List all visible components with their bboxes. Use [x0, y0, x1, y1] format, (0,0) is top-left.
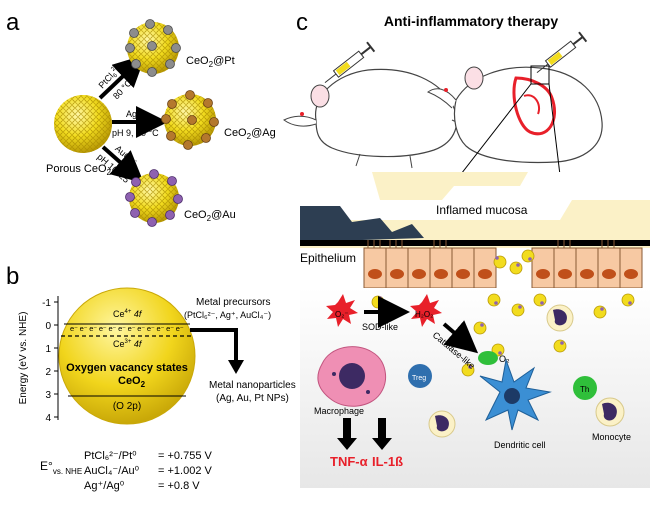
il1b-label: IL-1ß [372, 454, 403, 469]
ceria-ag-particle [161, 90, 219, 150]
metal-nanoparticles-list: (Ag, Au, Pt NPs) [216, 393, 289, 404]
monocyte-label: Monocyte [592, 432, 631, 442]
nanoparticle-cluster [371, 249, 635, 377]
oxygen-vacancy-material: CeO2 [118, 375, 146, 389]
potential-value-pt: = +0.755 V [158, 450, 212, 462]
panel-b-letter: b [6, 263, 19, 290]
o2p-label: (O 2p) [113, 401, 141, 412]
oxygen-product-label: O₂ [499, 354, 510, 364]
ytick-0: 0 [45, 321, 51, 332]
panel-b: b -1 0 1 2 3 4 Energy (eV vs. NHE) [6, 263, 296, 492]
electron-row: e⁻ e⁻ e⁻ e⁻ e⁻ e⁻ e⁻ e⁻ e⁻ e⁻ e⁻ e⁻ [70, 324, 184, 333]
potential-value-au: = +1.002 V [158, 465, 212, 477]
th-label: Th [580, 385, 589, 394]
ceria-pt-label: CeO2@Pt [186, 55, 235, 69]
oxygen-vacancy-title: Oxygen vacancy states [66, 362, 188, 374]
treg-label: Treg [412, 375, 426, 382]
panel-a-letter: a [6, 9, 20, 36]
monocyte-cell-3 [546, 304, 574, 332]
syringe-right [536, 31, 588, 74]
ytick-2: 2 [45, 367, 51, 378]
reduction-arrow [190, 328, 238, 362]
superoxide-star [326, 294, 358, 327]
epithelial-cell-row [363, 240, 643, 289]
svg-text:80 °C: 80 °C [111, 77, 134, 101]
mouse-left [283, 68, 531, 169]
potential-list: PtCl₆²⁻/Pt⁰ = +0.755 V AuCl₄⁻/Au⁰ = +1.0… [84, 450, 212, 492]
th-cell [573, 376, 597, 400]
metal-nanoparticles-title: Metal nanoparticles [209, 380, 296, 391]
porous-ceria-label: Porous CeO2 [46, 163, 112, 177]
ytick-1: 1 [45, 344, 51, 355]
macrophage-cell [317, 346, 387, 407]
metal-precursors-title: Metal precursors [196, 297, 270, 308]
potential-couple-au: AuCl₄⁻/Au⁰ [84, 465, 140, 477]
ytick-neg1: -1 [42, 298, 51, 309]
reduction-arrow-head [228, 360, 244, 374]
therapy-title: Anti-inflammatory therapy [384, 13, 558, 29]
ce4-level-label: Ce4+ 4f [113, 309, 143, 319]
dendritic-cell-label: Dendritic cell [494, 440, 546, 450]
treg-cell [408, 364, 432, 388]
peroxide-label: H₂O₂ [415, 310, 433, 319]
monocyte-cell [595, 397, 625, 427]
energy-axis-label: Energy (eV vs. NHE) [18, 312, 29, 405]
ceria-au-label: CeO2@Au [184, 209, 236, 223]
arrow-ag-conditions: pH 9, 50 °C [112, 128, 159, 138]
catalase-arrow [442, 320, 479, 354]
panel-c-letter: c [296, 9, 308, 36]
sod-like-label: SOD-like [362, 322, 398, 332]
ceria-pt-particle [125, 19, 181, 77]
oxygen-product [478, 351, 498, 365]
porous-ceria-particle [54, 95, 112, 153]
dendritic-cell [479, 358, 552, 431]
syringe-left [324, 41, 376, 84]
inflamed-mucosa-label: Inflamed mucosa [436, 203, 528, 217]
mouse-right [426, 65, 603, 164]
tnf-alpha-label: TNF-α [330, 454, 368, 469]
potential-value-ag: = +0.8 V [158, 480, 200, 492]
epithelium-label: Epithelium [300, 251, 356, 265]
ytick-3: 3 [45, 390, 51, 401]
panel-c: c Anti-inflammatory therapy [283, 9, 650, 488]
ce3-level-label: Ce3+ 4f [113, 339, 143, 349]
monocyte-cell-2 [428, 410, 456, 438]
ceria-au-particle [125, 169, 183, 227]
ceria-band-sphere [58, 287, 196, 425]
macrophage-label: Macrophage [314, 406, 364, 416]
cytokine-arrows [337, 418, 392, 450]
metal-precursors-list: (PtCl₆²⁻, Ag⁺, AuCl₄⁻) [184, 310, 271, 320]
gut-tissue-section [300, 172, 650, 248]
arrow-to-au [101, 145, 144, 184]
superoxide-label: O₂⁻ [335, 310, 349, 319]
panel-a: a Porous CeO2 PtCl62- 80 °C Ag+ pH 9, 50… [6, 9, 276, 227]
arrow-ag-reagent: Ag+ [126, 109, 141, 119]
e0-symbol: E°vs. NHE [40, 459, 82, 476]
peroxide-star [410, 294, 442, 327]
ytick-4: 4 [45, 413, 51, 424]
potential-couple-pt: PtCl₆²⁻/Pt⁰ [84, 450, 137, 462]
energy-axis: -1 0 1 2 3 4 Energy (eV vs. NHE) [18, 296, 59, 424]
ceria-ag-label: CeO2@Ag [224, 127, 276, 141]
potential-couple-ag: Ag⁺/Ag⁰ [84, 480, 125, 492]
